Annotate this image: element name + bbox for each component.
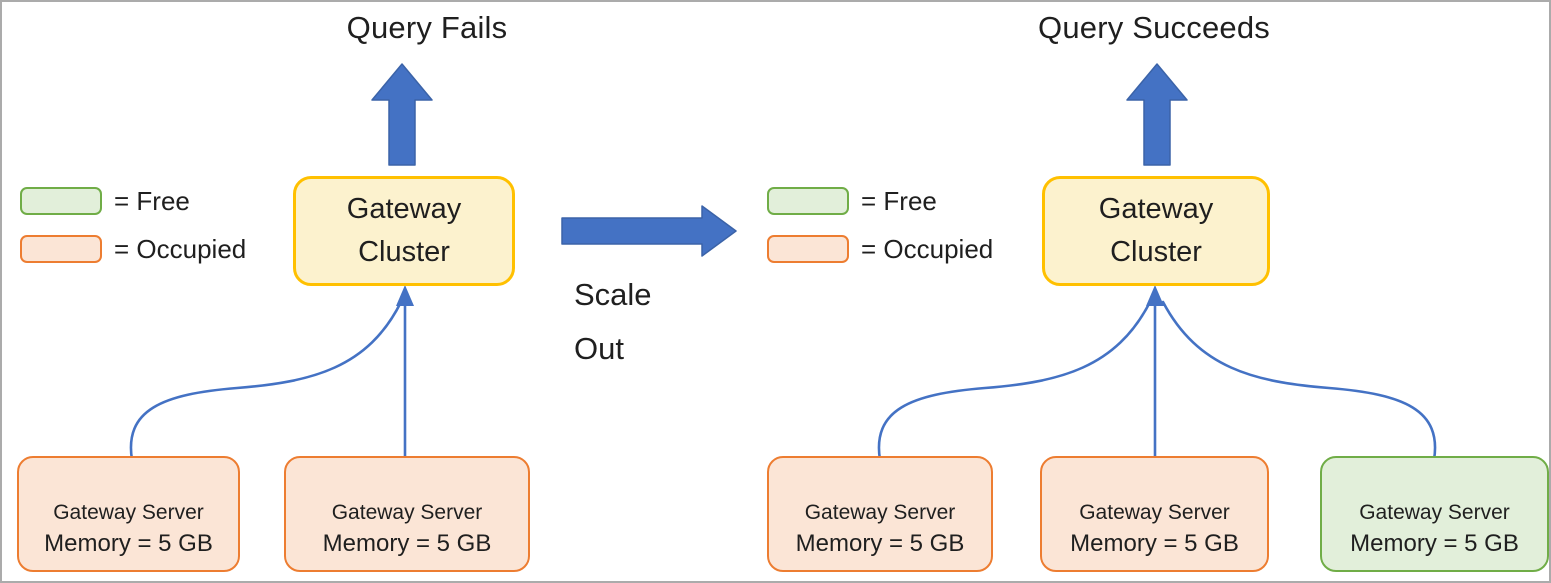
connector-arrowhead-icon [396,285,414,306]
scale-out-label-line2: Out [574,331,624,366]
legend-free-label: = Free [114,186,190,216]
cluster-label-line1: Gateway [346,193,462,225]
gateway-server-node: Gateway Server Memory = 5 GB [284,456,530,572]
gateway-cluster-node: Gateway Cluster [1042,176,1270,286]
gateway-server-node: Gateway Server Memory = 5 GB [1320,456,1549,572]
server-label-line1: Gateway Server [804,501,956,524]
server-label-line1: Gateway Server [331,501,483,524]
connector-right-server1-to-cluster [877,300,1152,462]
connector-arrowhead-icon [1146,285,1164,306]
gateway-cluster-node: Gateway Cluster [293,176,515,286]
legend-occupied-label: = Occupied [861,234,994,264]
left-result-title: Query Fails [346,10,508,45]
server-label-line1: Gateway Server [1079,501,1230,524]
connector-right-server3-to-cluster [1161,300,1437,462]
server-memory-label: Memory = 5 GB [1070,530,1239,557]
legend-occupied-label: = Occupied [114,234,247,264]
server-label-line1: Gateway Server [1359,501,1510,524]
gateway-server-node: Gateway Server Memory = 5 GB [767,456,993,572]
scale-out-label: Scale Out [574,268,652,376]
server-memory-label: Memory = 5 GB [322,530,492,557]
gateway-server-node: Gateway Server Memory = 5 GB [1040,456,1269,572]
gateway-server-node: Gateway Server Memory = 5 GB [17,456,240,572]
legend-occupied-swatch [20,235,102,263]
legend-free-swatch [20,187,102,215]
legend-occupied-swatch [767,235,849,263]
server-memory-label: Memory = 5 GB [1350,530,1519,557]
cluster-label-line2: Cluster [358,236,450,268]
right-result-title: Query Succeeds [1038,10,1270,45]
up-arrow-icon [1126,63,1188,166]
legend-free-swatch [767,187,849,215]
server-label-line1: Gateway Server [53,501,204,524]
up-arrow-icon [371,63,433,166]
legend-free-label: = Free [861,186,937,216]
right-arrow-icon [561,205,737,257]
server-memory-label: Memory = 5 GB [44,530,213,557]
server-memory-label: Memory = 5 GB [795,530,965,557]
scale-out-label-line1: Scale [574,277,652,312]
cluster-label-line1: Gateway [1098,193,1214,225]
cluster-label-line2: Cluster [1110,236,1202,268]
connector-left-server1-to-cluster [129,300,403,462]
